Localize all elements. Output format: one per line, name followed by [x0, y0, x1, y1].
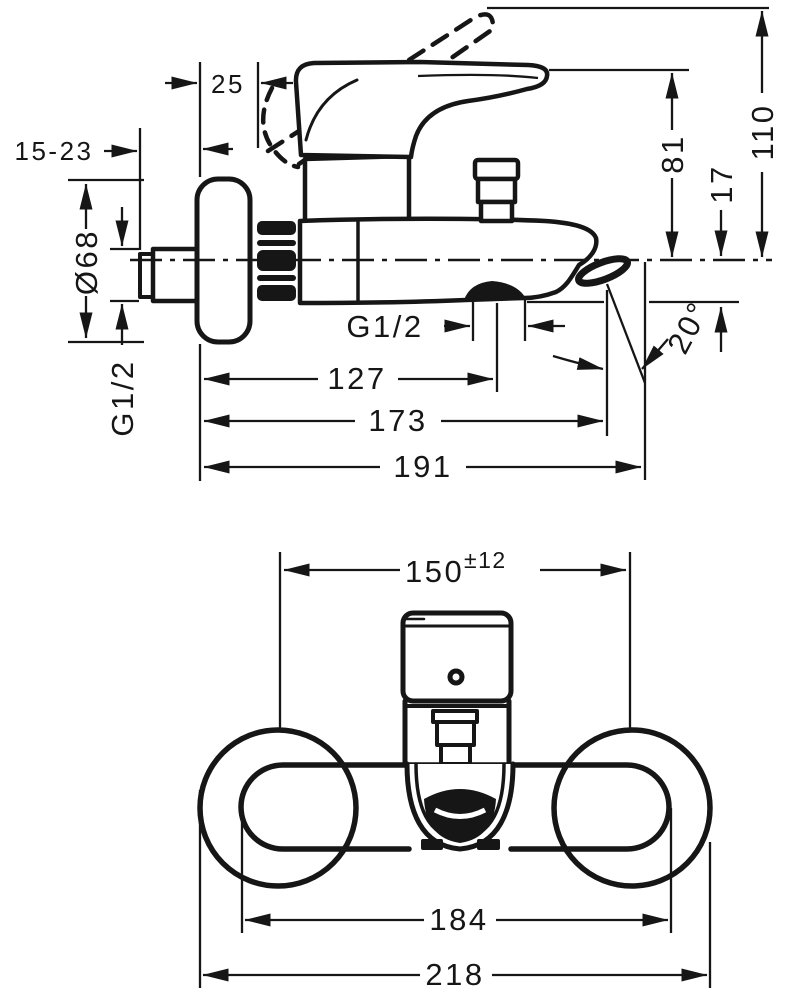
- dim-body-width: 184: [240, 808, 673, 937]
- dim-label-68: Ø68: [69, 229, 104, 295]
- spout-mount-step-2: [435, 720, 476, 747]
- spout-foot-left: [421, 839, 443, 850]
- union-nut-knurl: [257, 221, 296, 301]
- dim-label-tolerance: ±12: [464, 547, 507, 573]
- right-escutcheon-front: [551, 727, 713, 889]
- dim-overall-width: 218: [198, 790, 712, 992]
- dim-closed-height: 81: [549, 68, 690, 258]
- handle-blade-inner-line: [417, 73, 539, 80]
- handle-dot: [447, 668, 465, 686]
- dim-supply-thread: G1/2: [105, 207, 140, 437]
- handle-front: [400, 610, 514, 704]
- dim-label-g12-supply: G1/2: [105, 359, 140, 436]
- diverter-knob: [472, 157, 521, 224]
- handle-inner-curve: [304, 78, 359, 142]
- dim-open-height: 110: [487, 6, 780, 258]
- dim-label-184: 184: [429, 902, 488, 937]
- dim-label-25: 25: [211, 69, 245, 99]
- dim-reach-173: 173: [203, 403, 604, 438]
- dim-label-g12-outlet: G1/2: [346, 309, 423, 344]
- dim-label-81: 81: [655, 134, 690, 173]
- dim-label-173: 173: [368, 403, 427, 438]
- front-view: 150 ±12: [197, 547, 713, 992]
- dim-outlet-thread: G1/2: [346, 300, 565, 344]
- dim-label-218: 218: [425, 957, 484, 992]
- dim-outlet-angle: 20°: [552, 283, 717, 384]
- dim-label-15-23: 15-23: [15, 136, 94, 166]
- handle-pivot-dashed-arc: [260, 85, 301, 170]
- spout-front: [404, 761, 516, 852]
- dim-supply-centers: 150 ±12: [283, 547, 627, 589]
- dim-escutcheon-diameter: Ø68: [68, 178, 144, 344]
- aerator-highlight: [433, 807, 487, 819]
- handle-open-dashed-outline: [265, 12, 496, 167]
- dim-label-110: 110: [745, 104, 780, 161]
- dim-label-127: 127: [327, 361, 386, 396]
- dim-reach-127: 127: [203, 361, 494, 396]
- dim-outlet-drop: 17: [527, 164, 739, 352]
- spout-foot-right: [477, 839, 500, 850]
- dim-label-150: 150: [405, 554, 464, 589]
- lever-handle-closed: [293, 59, 550, 160]
- spout-mount-step-3: [439, 743, 472, 766]
- dim-reach-191: 191: [203, 449, 642, 484]
- outlet-mound: [464, 281, 525, 300]
- supply-nipple: [150, 246, 200, 304]
- side-view: 25 15-23 Ø68 G1/2: [15, 6, 780, 484]
- dim-label-20deg: 20°: [660, 295, 716, 359]
- dim-mounting-depth: 15-23: [15, 128, 233, 250]
- spout-end-opening: [575, 255, 631, 287]
- valve-section-front: [402, 698, 512, 767]
- handle-base-block: [302, 153, 412, 224]
- dim-handle-clearance: 25: [165, 62, 293, 177]
- left-escutcheon-front: [197, 727, 359, 889]
- dim-label-191: 191: [393, 449, 452, 484]
- dim-label-17: 17: [704, 164, 739, 203]
